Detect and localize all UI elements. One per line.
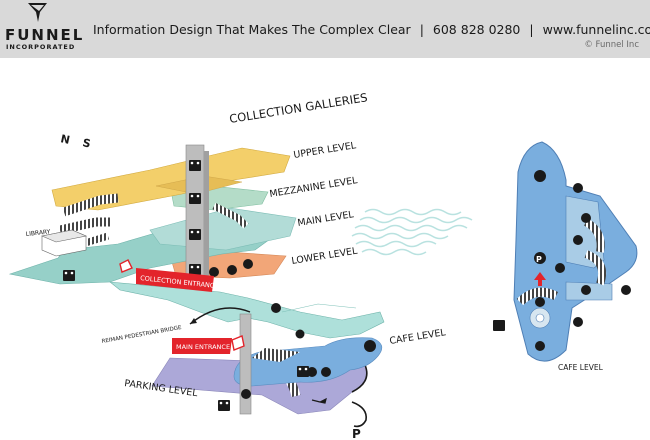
mezzanine-level-label: MEZZANINE LEVEL [269,175,359,200]
funnel-logo-icon [28,3,47,22]
compass-south: S [81,136,92,150]
diagram-title: COLLECTION GALLERIES [228,90,368,126]
water-waves-icon [351,208,473,256]
compass-north: N [59,132,71,147]
library-label: LIBRARY [25,228,51,238]
copyright: © Funnel Inc [584,40,639,50]
museum-floor-diagram: N S COLLECTION GALLERIES UPPER LEVEL MEZ… [8,90,638,440]
phone-number: 608 828 0280 [432,22,521,37]
brand-name: FUNNEL [5,26,85,44]
amenity-icons [209,259,376,399]
parking-symbol: P [352,427,361,440]
inset-amenity-icons [493,170,631,351]
cafe-level-label: CAFE LEVEL [389,327,447,347]
compass-icon: N S [59,132,92,150]
header: FUNNEL INCORPORATED Information Design T… [0,0,650,58]
inset-cafe-level-label: CAFE LEVEL [558,363,604,372]
inset-parking-symbol: P [536,255,542,264]
separator: | [529,22,534,37]
bridge-label: REIMAN PEDESTRIAN BRIDGE [101,325,182,345]
main-entrance-marker [172,335,245,354]
upper-level-label: UPPER LEVEL [293,140,358,161]
main-level-label: MAIN LEVEL [297,209,355,229]
collection-entrance-marker [119,259,214,292]
stairs-to-cafe [252,348,300,362]
header-tagline-row: Information Design That Makes The Comple… [93,22,650,37]
cafe-level-inset-map [513,141,638,362]
lower-level-label: LOWER LEVEL [291,246,359,267]
separator: | [419,22,424,37]
website-link[interactable]: www.funnelinc.com [542,22,650,37]
library-building [40,229,88,257]
restroom-glyphs [64,161,308,405]
elevator-core [185,144,252,415]
main-entrance-label: MAIN ENTRANCE [176,343,230,351]
bridge-pointer [189,307,251,325]
gallery-stairs [59,193,249,248]
brand-subtitle: INCORPORATED [6,43,76,51]
tagline: Information Design That Makes The Comple… [93,22,411,37]
